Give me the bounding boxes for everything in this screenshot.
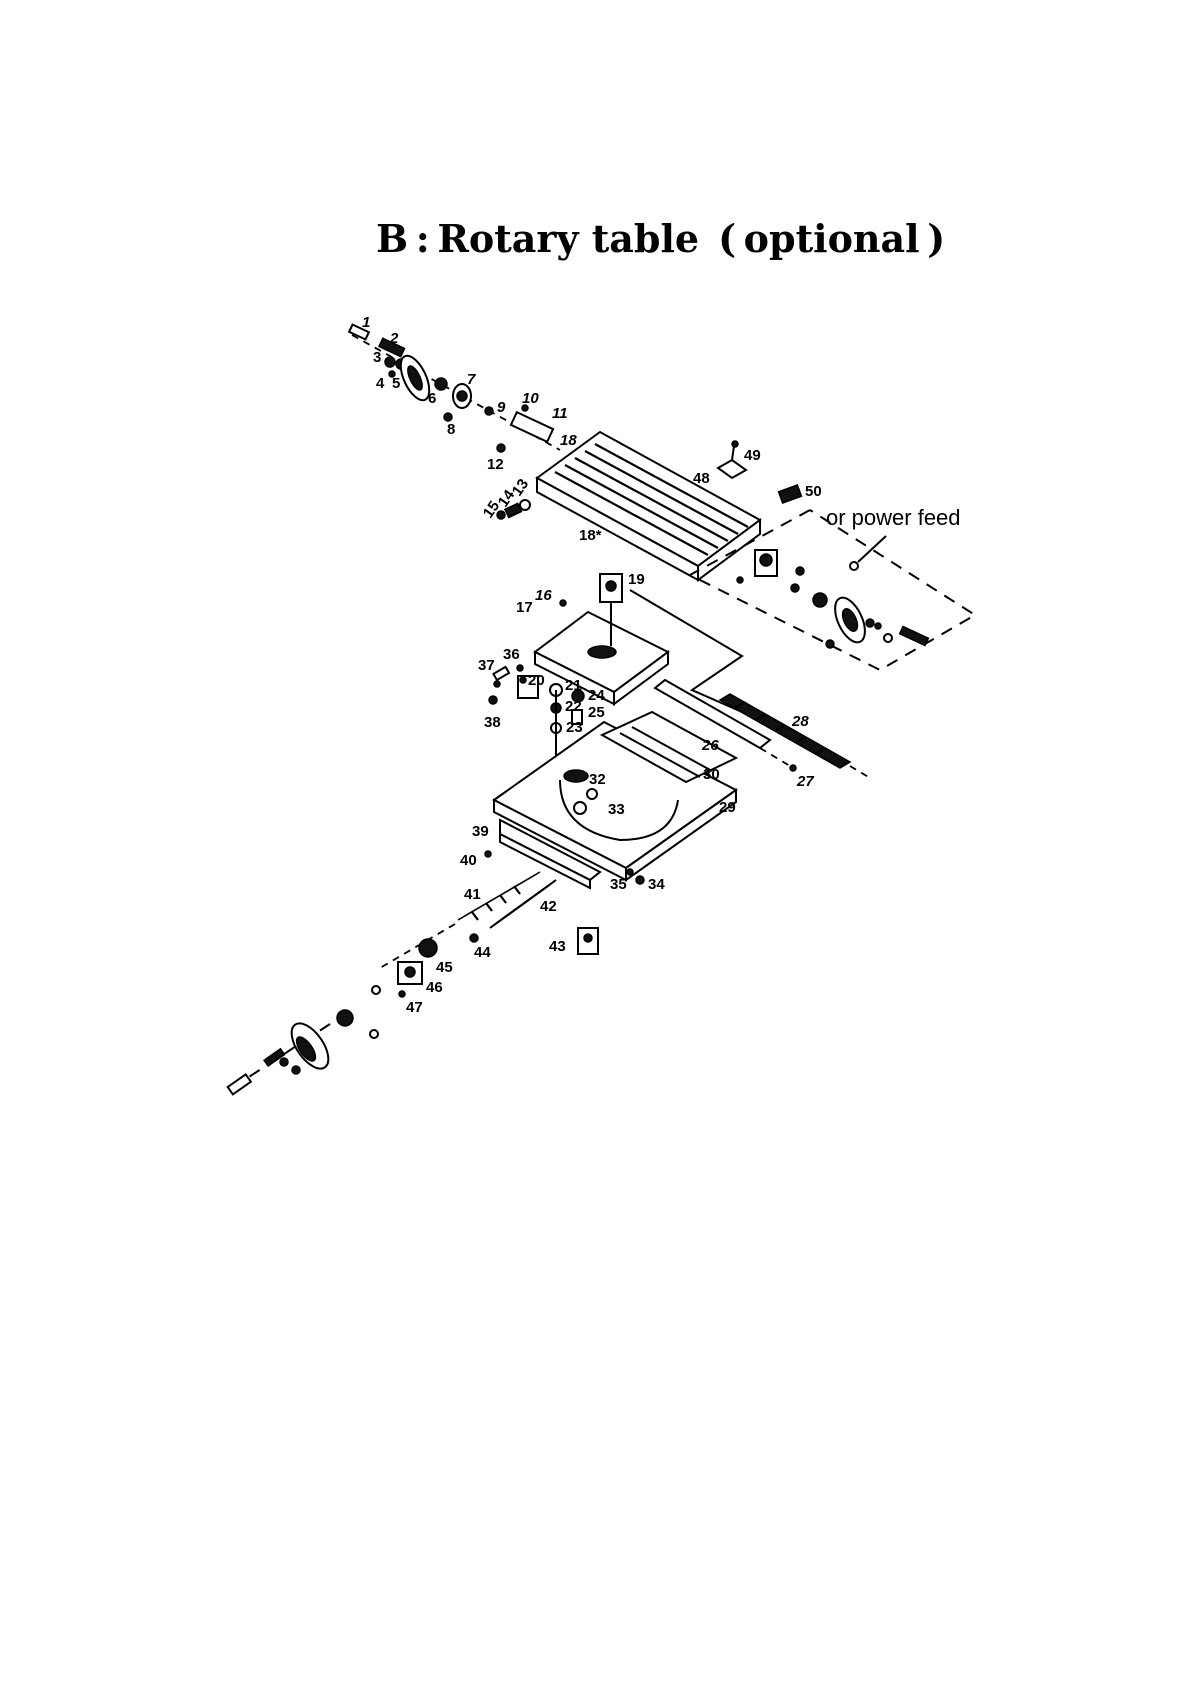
part-label-9: 9 bbox=[497, 399, 506, 416]
part-label-36: 36 bbox=[503, 646, 520, 663]
part-label-33: 33 bbox=[608, 801, 625, 818]
part-label-30: 30 bbox=[703, 766, 720, 783]
part-label-35: 35 bbox=[610, 876, 627, 893]
part-label-12: 12 bbox=[487, 456, 504, 473]
part-label-5: 5 bbox=[392, 375, 400, 392]
part-label-40: 40 bbox=[460, 852, 477, 869]
part-label-1: 1 bbox=[362, 314, 370, 331]
part-label-37: 37 bbox=[478, 657, 495, 674]
part-label-38: 38 bbox=[484, 714, 501, 731]
part-label-27: 27 bbox=[796, 773, 814, 790]
table-top bbox=[537, 432, 760, 580]
part-label-26: 26 bbox=[701, 737, 719, 754]
part-label-29: 29 bbox=[719, 799, 736, 816]
part-label-22: 22 bbox=[565, 698, 582, 715]
part-label-2: 2 bbox=[389, 330, 399, 347]
part-label-32: 32 bbox=[589, 771, 606, 788]
part-label-25: 25 bbox=[588, 704, 605, 721]
part-label-45: 45 bbox=[436, 959, 453, 976]
part-label-50: 50 bbox=[805, 483, 822, 500]
part-label-41: 41 bbox=[464, 886, 481, 903]
part-label-39: 39 bbox=[472, 823, 489, 840]
part-label-16: 16 bbox=[535, 587, 552, 604]
power-feed-callout: or power feed bbox=[826, 505, 961, 530]
part-label-10: 10 bbox=[522, 390, 539, 407]
part-label-34: 34 bbox=[648, 876, 665, 893]
part-label-21: 21 bbox=[565, 677, 582, 694]
part-label-48: 48 bbox=[693, 470, 710, 487]
part-label-20: 20 bbox=[528, 672, 545, 689]
part-label-24: 24 bbox=[588, 687, 605, 704]
part-label-46: 46 bbox=[426, 979, 443, 996]
part-label-6: 6 bbox=[428, 390, 436, 407]
part-label-7: 7 bbox=[467, 371, 476, 388]
part-label-3: 3 bbox=[373, 349, 381, 366]
part-label-4: 4 bbox=[376, 375, 385, 392]
part-label-23: 23 bbox=[566, 719, 583, 736]
part-label-19: 19 bbox=[628, 571, 645, 588]
part-label-49: 49 bbox=[744, 447, 761, 464]
base bbox=[494, 712, 736, 888]
part-label-28: 28 bbox=[791, 713, 809, 730]
part-label-44: 44 bbox=[474, 944, 491, 961]
part-label-18: 18 bbox=[560, 432, 577, 449]
part-label-17: 17 bbox=[516, 599, 533, 616]
part-label-47: 47 bbox=[406, 999, 423, 1016]
part-label-18-alt: 18* bbox=[579, 527, 602, 544]
part-label-11: 11 bbox=[552, 405, 568, 422]
part-label-42: 42 bbox=[540, 898, 557, 915]
lower-leadscrew-assembly bbox=[228, 851, 598, 1094]
part-label-8: 8 bbox=[447, 421, 455, 438]
part-label-43: 43 bbox=[549, 938, 566, 955]
